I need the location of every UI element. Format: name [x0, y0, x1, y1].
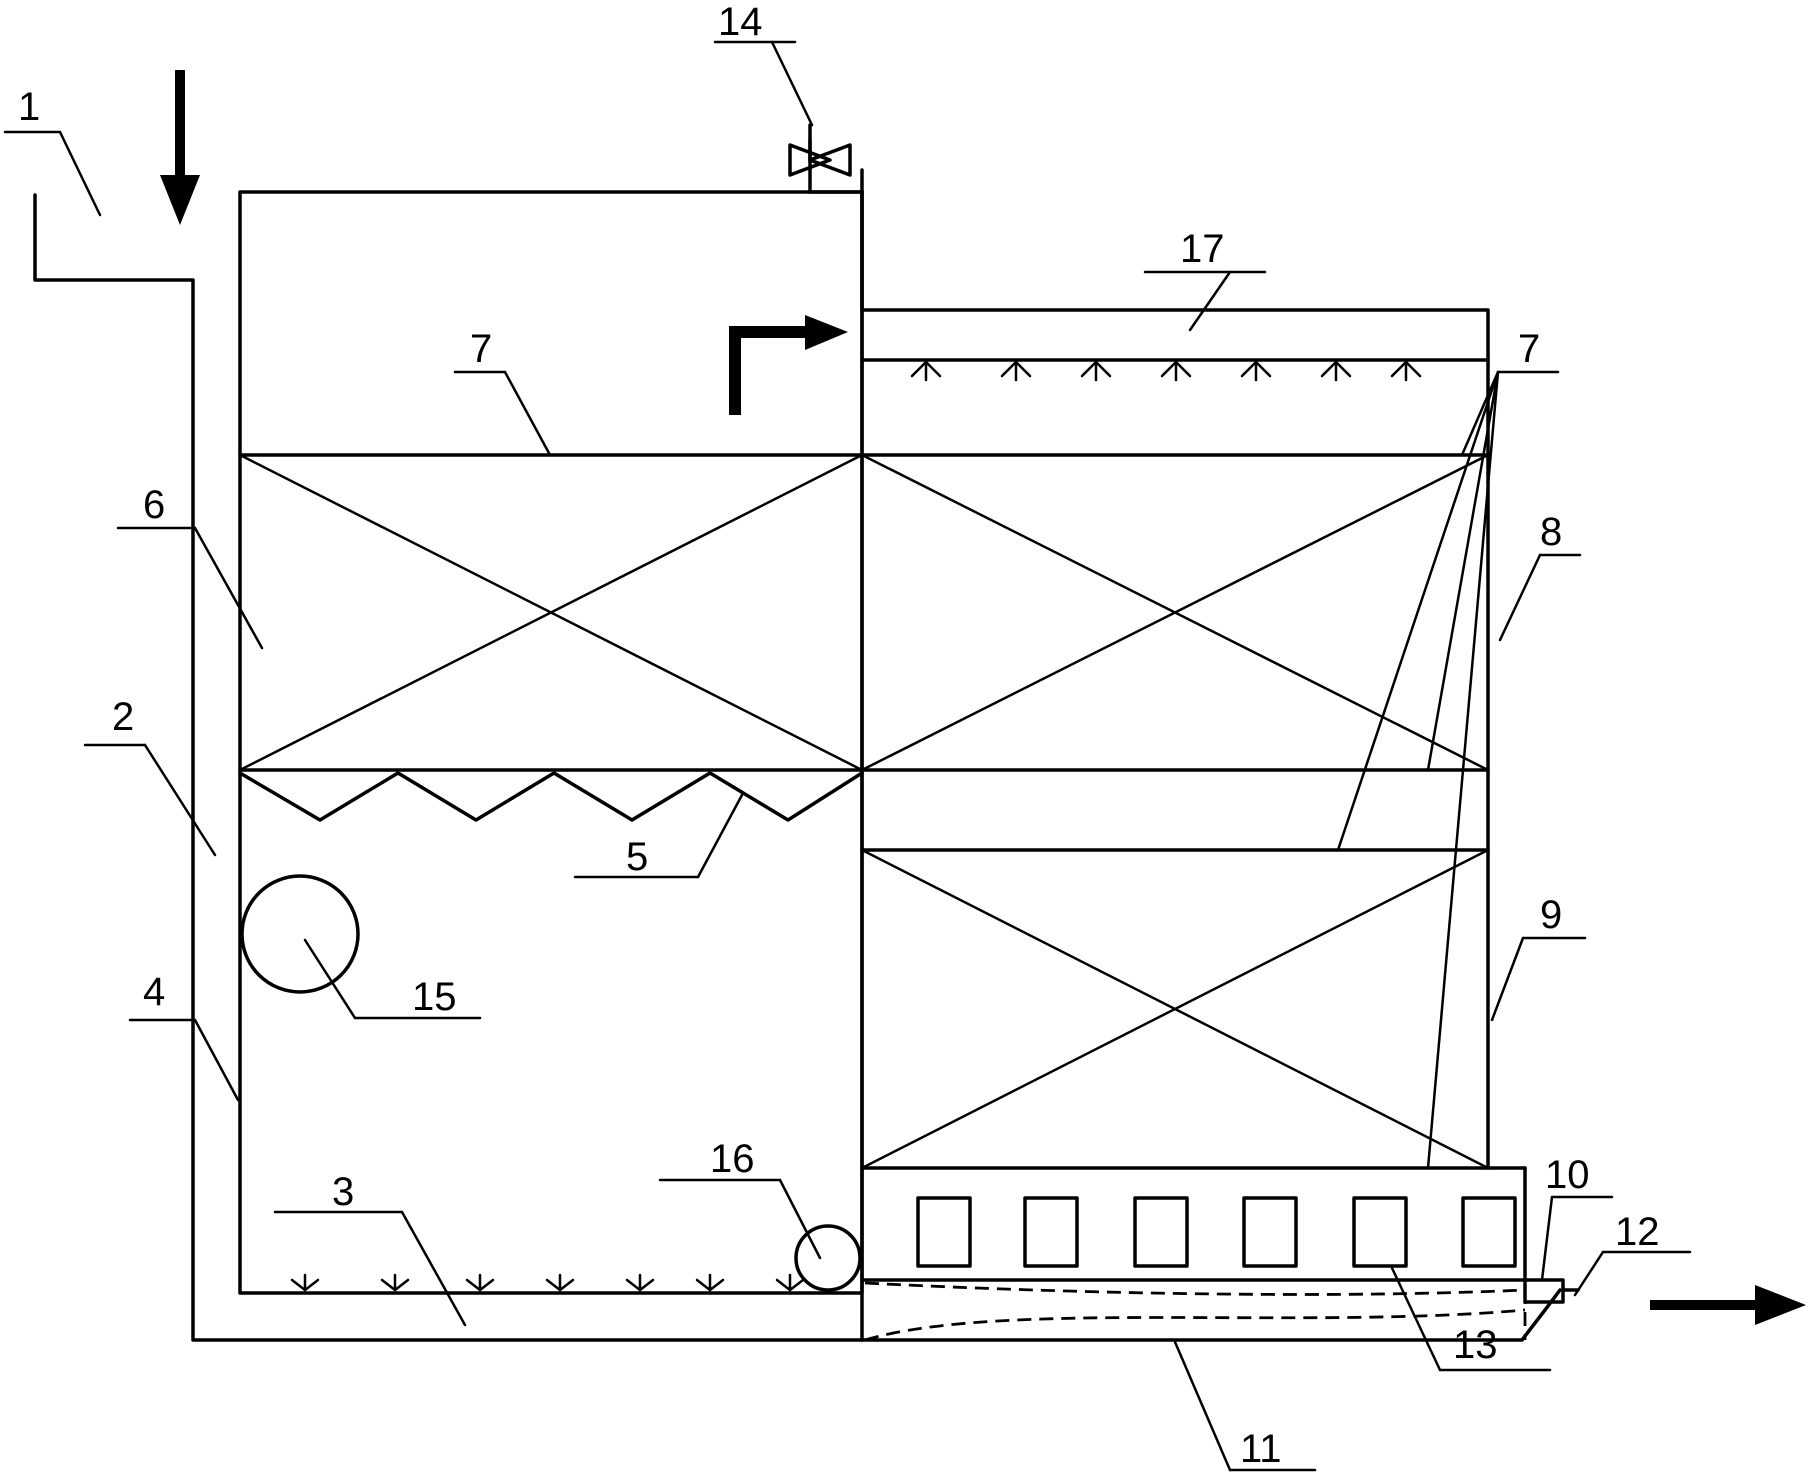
label-9: 9 [1540, 893, 1562, 937]
label-2: 2 [112, 695, 134, 739]
outlet-arrow-icon [1650, 1285, 1806, 1325]
label-1: 1 [18, 85, 40, 129]
aerator-nozzle-icons [290, 1273, 805, 1292]
left-chamber [33, 190, 864, 1342]
label-12: 12 [1615, 1210, 1660, 1254]
label-17: 17 [1180, 227, 1225, 271]
label-8: 8 [1540, 510, 1562, 554]
circle-16 [794, 1224, 862, 1292]
inlet-arrow-icon [160, 70, 200, 225]
label-5: 5 [626, 835, 648, 879]
label-7a: 7 [470, 327, 492, 371]
flow-arrow-icon [729, 315, 848, 415]
label-10: 10 [1545, 1153, 1590, 1197]
spray-nozzle-icon [910, 360, 1422, 382]
leader-lines [3, 40, 1692, 1472]
circle-15 [240, 874, 360, 994]
bottom-tank [860, 1278, 1580, 1342]
label-4: 4 [143, 970, 165, 1014]
valve-icon [788, 123, 864, 194]
top-duct [808, 190, 1490, 362]
label-6: 6 [143, 483, 165, 527]
label-3: 3 [332, 1170, 354, 1214]
label-7b: 7 [1518, 327, 1540, 371]
label-13: 13 [1453, 1323, 1498, 1367]
packing-layers [238, 358, 1527, 1282]
zigzag-plate [238, 771, 864, 822]
labels: 1 2 3 4 5 6 7 7 8 9 10 11 12 13 14 15 16… [18, 0, 1660, 1471]
filter-blocks [916, 1196, 1517, 1268]
label-15: 15 [412, 975, 457, 1019]
label-16: 16 [710, 1137, 755, 1181]
label-14: 14 [718, 0, 763, 44]
label-11: 11 [1240, 1427, 1282, 1471]
